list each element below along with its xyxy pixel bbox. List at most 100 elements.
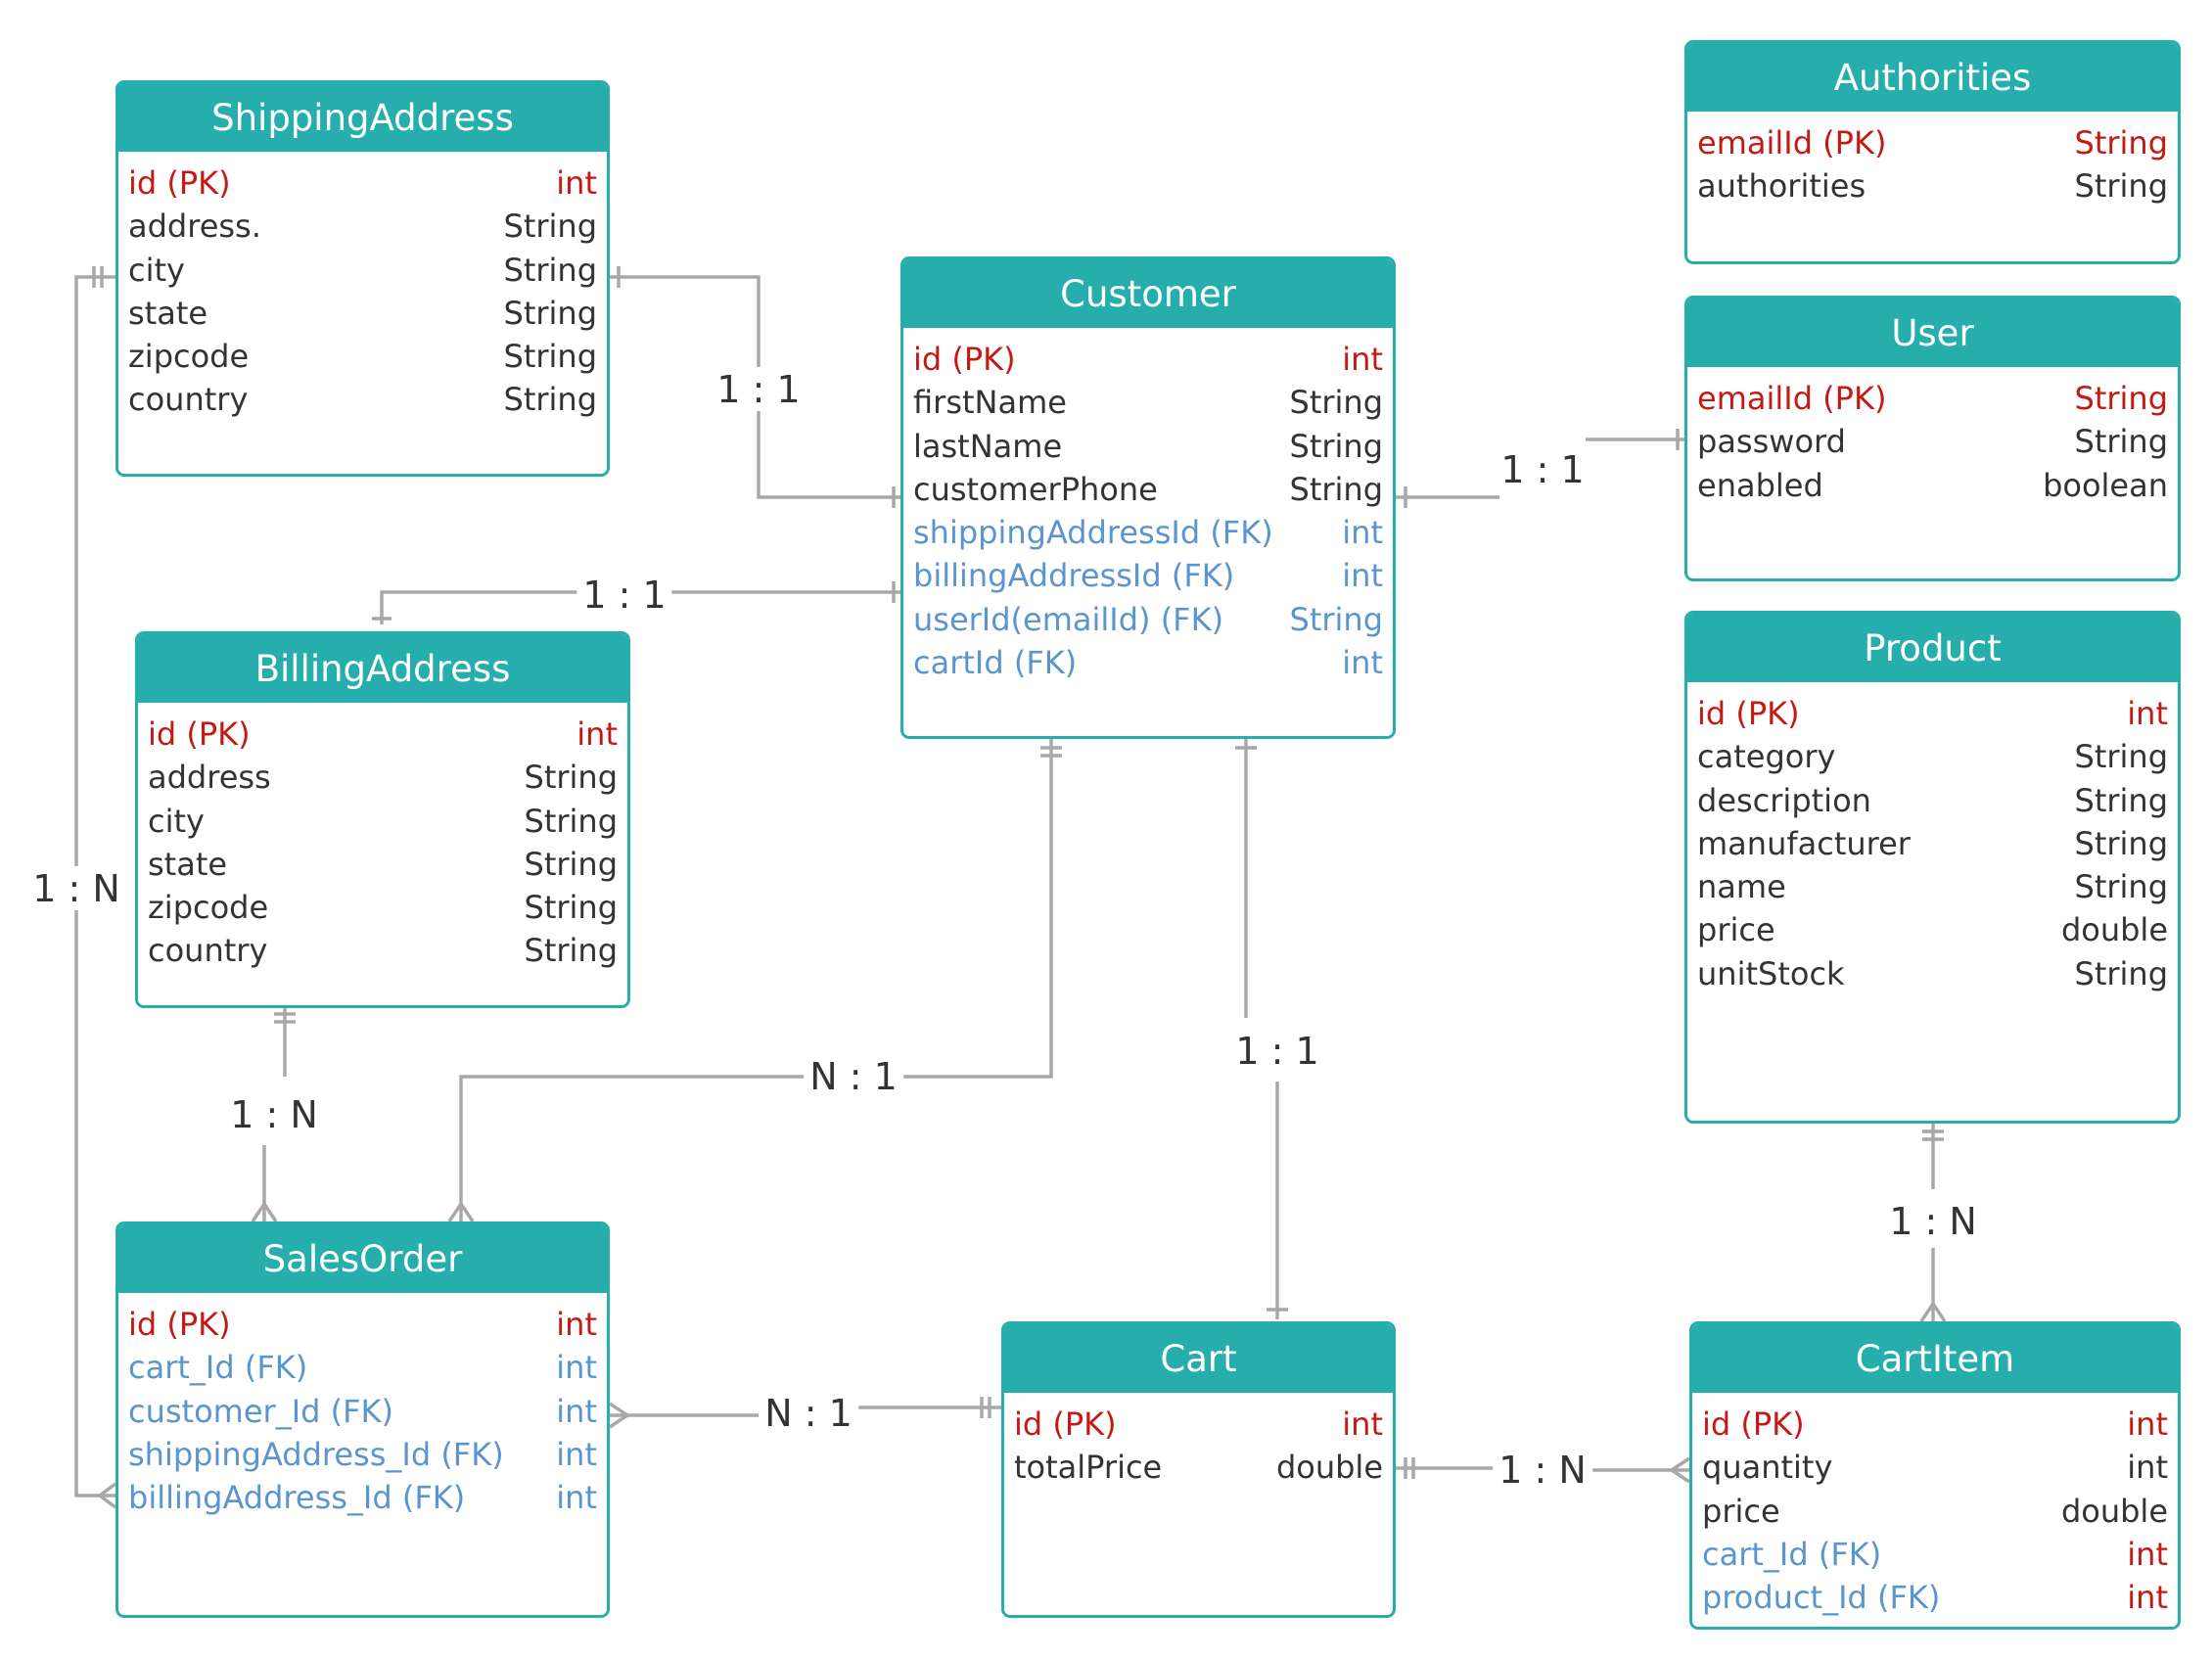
field-type: String xyxy=(2074,824,2169,862)
field-row: cart_Id (FK)int xyxy=(128,1346,597,1389)
field-row: authorities String xyxy=(1697,164,2168,207)
field-row: address.String xyxy=(128,205,597,248)
field-type: String xyxy=(524,802,619,840)
field-name: totalPrice xyxy=(1014,1449,1163,1487)
field-type: String xyxy=(1289,384,1384,422)
rel-label-customer-user: 1 : 1 xyxy=(1495,448,1590,491)
field-type: int xyxy=(576,715,618,753)
field-row: id (PK)int xyxy=(1702,1403,2168,1446)
field-name: billingAddressId (FK) xyxy=(913,557,1235,595)
field-name: cart_Id (FK) xyxy=(1702,1535,1882,1573)
field-name: name xyxy=(1697,868,1786,906)
field-row: billingAddress_Id (FK)int xyxy=(128,1476,597,1519)
entity-title: CartItem xyxy=(1692,1324,2178,1393)
field-type: String xyxy=(503,251,598,289)
field-name: id (PK) xyxy=(1697,695,1800,732)
field-type: String xyxy=(524,759,619,797)
field-type: String xyxy=(1289,470,1384,508)
field-name: address xyxy=(148,759,271,797)
entity-title: ShippingAddress xyxy=(118,83,607,152)
field-name: manufacturer xyxy=(1697,824,1911,862)
field-name: id (PK) xyxy=(1702,1406,1805,1443)
field-name: emailId (PK) xyxy=(1697,124,1887,161)
field-name: quantity xyxy=(1702,1449,1833,1487)
rel-label-shipping-customer: 1 : 1 xyxy=(711,368,806,411)
field-row: address String xyxy=(148,756,618,799)
field-name: city xyxy=(128,251,185,289)
field-type: String xyxy=(2074,167,2169,206)
field-row: customerPhone String xyxy=(913,468,1383,511)
entity-title: Cart xyxy=(1004,1324,1393,1393)
field-name: cartId (FK) xyxy=(913,644,1078,682)
field-row: totalPrice double xyxy=(1014,1446,1383,1489)
field-name: customer_Id (FK) xyxy=(128,1392,393,1430)
field-name: emailId (PK) xyxy=(1697,380,1887,417)
field-type: String xyxy=(503,294,598,332)
rel-label-shipping-salesorder: 1 : N xyxy=(26,867,126,910)
billing-customer-line xyxy=(380,590,900,624)
entity-title: SalesOrder xyxy=(118,1224,607,1293)
field-name: unitStock xyxy=(1697,954,1845,992)
field-type: boolean xyxy=(2043,466,2168,504)
field-name: customerPhone xyxy=(913,470,1158,508)
field-row: cart_Id (FK) int xyxy=(1702,1533,2168,1576)
field-row: cartId (FK) int xyxy=(913,641,1383,684)
field-name: description xyxy=(1697,781,1871,819)
field-type: int xyxy=(1342,557,1383,595)
field-row: city String xyxy=(148,800,618,843)
field-name: userId(emailId) (FK) xyxy=(913,600,1224,638)
rel-label-customer-salesorder: N : 1 xyxy=(804,1055,903,1098)
field-type: int xyxy=(556,1435,597,1473)
field-name: id (PK) xyxy=(913,341,1016,378)
field-type: int xyxy=(1342,644,1383,682)
field-name: authorities xyxy=(1697,167,1866,206)
rel-label-product-cartitem: 1 : N xyxy=(1883,1200,1983,1243)
field-name: state xyxy=(148,845,228,883)
field-row: customer_Id (FK) int xyxy=(128,1390,597,1433)
field-name: city xyxy=(148,802,205,840)
entity-title: BillingAddress xyxy=(138,634,627,703)
rel-label-billing-salesorder: 1 : N xyxy=(224,1093,324,1136)
field-type: double xyxy=(2060,911,2168,949)
customer-user-line xyxy=(1396,438,1684,499)
entity-title: Customer xyxy=(903,259,1393,328)
field-row: shippingAddressId (FK)int xyxy=(913,511,1383,554)
field-name: billingAddress_Id (FK) xyxy=(128,1479,466,1517)
field-type: int xyxy=(2127,1449,2168,1487)
field-type: String xyxy=(524,932,619,970)
field-name: id (PK) xyxy=(1014,1406,1117,1443)
field-name: lastName xyxy=(913,427,1063,465)
field-row: userId(emailId) (FK)String xyxy=(913,598,1383,641)
field-type: int xyxy=(2127,1535,2168,1573)
field-type: String xyxy=(2074,423,2169,461)
field-type: String xyxy=(2074,380,2169,417)
field-type: int xyxy=(556,1392,597,1430)
field-row: id (PK)int xyxy=(128,1303,597,1346)
customer-salesorder-line xyxy=(459,739,1053,1221)
field-type: double xyxy=(1275,1449,1383,1487)
field-type: int xyxy=(1342,514,1383,552)
field-type: int xyxy=(1342,341,1383,378)
